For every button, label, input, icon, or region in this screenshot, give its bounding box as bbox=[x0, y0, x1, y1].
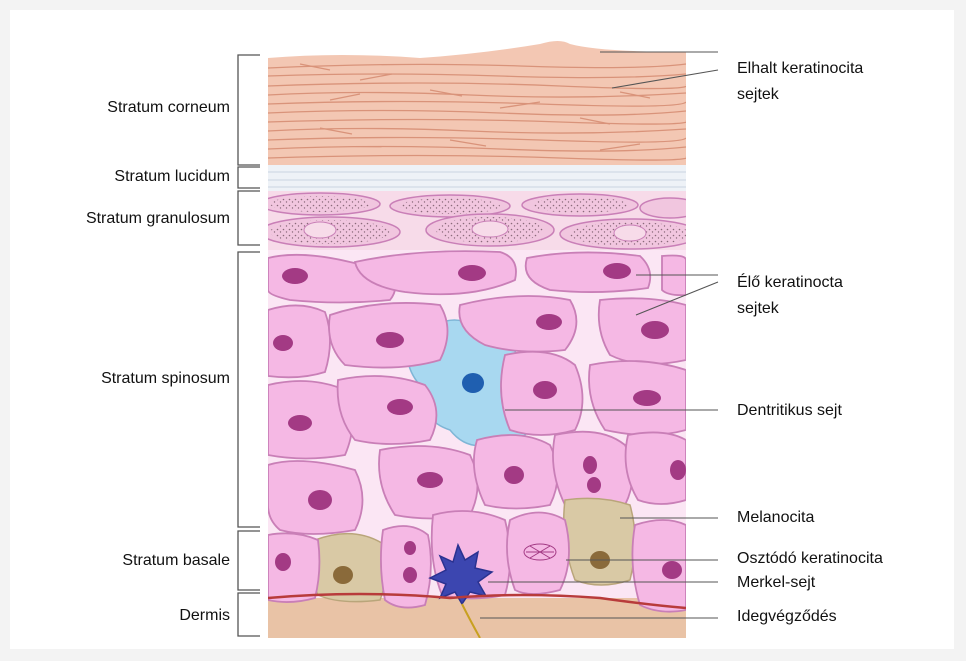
layer-label-basale: Stratum basale bbox=[122, 551, 230, 571]
layer-label-corneum: Stratum corneum bbox=[107, 98, 230, 118]
bracket-granulosum bbox=[238, 191, 260, 245]
cell-label-dendritic: Dentritikus sejt bbox=[737, 401, 842, 421]
cell-label-merkel: Merkel-sejt bbox=[737, 573, 815, 593]
layer-label-spinosum: Stratum spinosum bbox=[101, 369, 230, 389]
layer-label-lucidum: Stratum lucidum bbox=[114, 167, 230, 187]
layer-brackets bbox=[238, 55, 260, 636]
cell-label-nerve: Idegvégződés bbox=[737, 607, 837, 627]
bracket-spinosum bbox=[238, 252, 260, 527]
bracket-corneum bbox=[238, 55, 260, 165]
bracket-dermis bbox=[238, 593, 260, 636]
cell-label-dead-keratinocytes: Elhalt keratinocita sejtek bbox=[737, 56, 863, 108]
layer-label-dermis: Dermis bbox=[179, 606, 230, 626]
bracket-basale bbox=[238, 531, 260, 590]
cell-label-living-keratinocytes: Élő keratinocta sejtek bbox=[737, 270, 843, 322]
layer-label-granulosum: Stratum granulosum bbox=[86, 209, 230, 229]
dendritic-nucleus bbox=[462, 373, 484, 393]
bracket-lucidum bbox=[238, 167, 260, 188]
cell-label-dividing: Osztódó keratinocita bbox=[737, 549, 883, 569]
cell-label-melanocyte: Melanocita bbox=[737, 508, 814, 528]
